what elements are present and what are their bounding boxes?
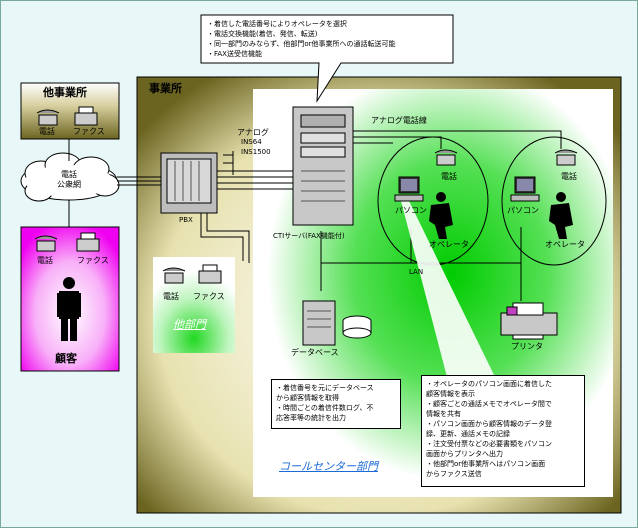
fax-other-dept — [198, 264, 222, 284]
office-title: 事業所 — [149, 82, 182, 95]
callout-line: ・FAX送受信機能 — [207, 50, 262, 58]
customer-figure — [57, 277, 81, 341]
database-note-line: ・時間ごとの着信件数ログ、不 — [276, 404, 374, 412]
ins1500-label: INS1500 — [241, 148, 271, 156]
cti-server-label: CTIサーバ(FAX機能付) — [273, 232, 345, 240]
customer-title: 顧客 — [55, 352, 77, 365]
db-server-graphic — [302, 300, 336, 346]
analog-phone-line-label: アナログ電話線 — [371, 116, 427, 125]
callout-line: ・電話交換機能(着信、発信、転送) — [207, 30, 318, 38]
operator-2-phone-label: 電話 — [561, 172, 577, 181]
fax-other-office — [74, 106, 98, 126]
operator-note-line: ・注文受付票などの必要書類をパソコン — [426, 440, 552, 448]
fax-customer — [76, 232, 100, 252]
other-office-fax-label: ファクス — [73, 127, 105, 136]
phone-operator-2 — [554, 149, 578, 166]
db-cylinder — [342, 315, 372, 339]
operator-note-line: 録、更新、通話メモの記録 — [426, 430, 510, 438]
phone-other-office — [36, 109, 60, 126]
operator-note-line: 画面からプリンタへ出力 — [426, 450, 503, 458]
operator-figure-2 — [549, 192, 573, 239]
callout-line: ・同一部門のみならず、他部門or他事業所への通話転送可能 — [207, 40, 396, 48]
operator-note-line: ・顧客ごとの通話メモでオペレータ間で — [426, 400, 552, 408]
public-network-label-1: 電話 — [61, 170, 77, 179]
trunk-lines — [117, 176, 161, 186]
customer-phone-label: 電話 — [37, 256, 53, 265]
database-note-line: から顧客情報を取得 — [276, 394, 339, 402]
database-label: データベース — [291, 348, 339, 357]
operator-figure-1 — [429, 192, 453, 239]
other-office-phone-label: 電話 — [39, 127, 55, 136]
callout-top-text: ・着信した電話番号によりオペレータを選択 ・電話交換機能(着信、発信、転送) ・… — [207, 19, 396, 59]
other-dept-area — [153, 257, 235, 353]
printer-graphic — [500, 302, 558, 340]
operator-note-line: ・オペレータのパソコン画面に着信した — [426, 380, 552, 388]
other-dept-fax-label: ファクス — [193, 292, 225, 301]
other-dept-title: 他部門 — [173, 318, 206, 331]
operator-2-pc-label: パソコン — [507, 206, 539, 215]
callout-line: ・着信した電話番号によりオペレータを選択 — [207, 20, 347, 28]
customer-fax-label: ファクス — [77, 256, 109, 265]
operator-note-line: ・パソコン画面から顧客情報のデータ登 — [426, 420, 552, 428]
operator-note-line: 情報を共有 — [426, 410, 461, 418]
printer-label: プリンタ — [511, 342, 543, 351]
operator-note-line: 顧客情報を表示 — [426, 390, 475, 398]
pc-operator-2 — [510, 176, 540, 202]
database-note: ・着信番号を元にデータベース から顧客情報を取得 ・時間ごとの着信件数ログ、不 … — [271, 379, 401, 429]
operator-2-person-label: オペレータ — [545, 240, 585, 249]
phone-other-dept — [162, 267, 186, 284]
other-office-title: 他事業所 — [43, 86, 87, 99]
callout-bubble — [200, 14, 454, 103]
database-note-line: 応答率等の統計を出力 — [276, 414, 346, 422]
operator-note: ・オペレータのパソコン画面に着信した 顧客情報を表示 ・顧客ごとの通話メモでオペ… — [421, 375, 585, 487]
public-network-label-2: 公衆網 — [57, 180, 81, 189]
pbx-label: PBX — [179, 216, 193, 224]
analog-label: アナログ — [237, 128, 269, 137]
operator-1-person-label: オペレータ — [429, 240, 469, 249]
database-note-line: ・着信番号を元にデータベース — [276, 384, 374, 392]
other-dept-phone-label: 電話 — [163, 292, 179, 301]
screen-beam — [401, 201, 495, 377]
cti-server-graphic — [292, 106, 354, 226]
operator-group-2 — [501, 136, 607, 266]
lan-label: LAN — [409, 268, 424, 276]
phone-customer — [34, 235, 58, 252]
operator-note-line: からファクス送信 — [426, 470, 482, 478]
phone-operator-1 — [434, 149, 458, 166]
operator-1-phone-label: 電話 — [441, 172, 457, 181]
pbx-graphic — [160, 152, 218, 214]
call-center-title: コールセンター部門 — [279, 460, 378, 473]
public-network-cloud — [20, 152, 120, 202]
other-office-box — [20, 82, 120, 140]
operator-1-pc-label: パソコン — [395, 206, 427, 215]
pc-operator-1 — [394, 176, 424, 202]
ins64-label: INS64 — [241, 138, 262, 146]
operator-note-line: ・他部門or他事業所へはパソコン画面 — [426, 460, 546, 468]
